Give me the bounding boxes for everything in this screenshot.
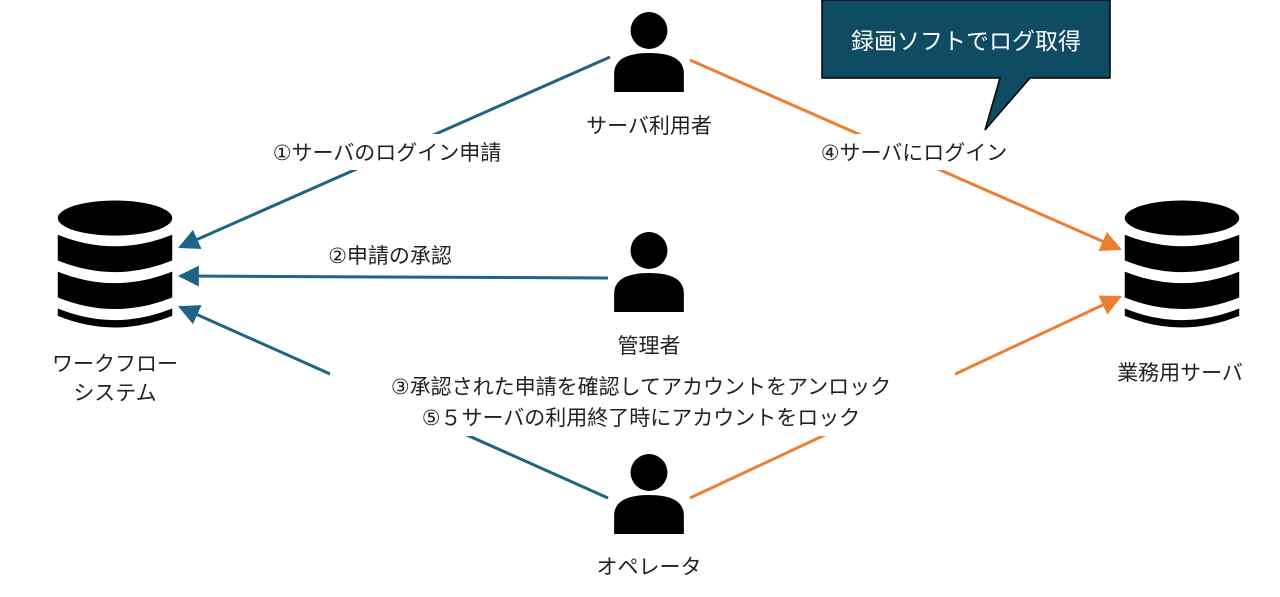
user-icon [614,232,684,312]
edge-step2-label: ②申請の承認 [328,244,452,268]
callout-text: 録画ソフトでログ取得 [851,29,1081,55]
node-admin-label: 管理者 [618,334,681,358]
database-icon [57,200,173,328]
edge-step2-line [177,265,609,287]
node-workflow-label-line1: ワークフロー [52,352,178,376]
database-icon [1124,200,1240,328]
node-server-user: サーバ利用者 [586,12,712,138]
edge-step3-label: ③承認された申請を確認してアカウントをアンロック [391,375,891,399]
user-icon [614,12,684,92]
node-workflow: ワークフロー システム [52,200,178,405]
node-server-user-label: サーバ利用者 [586,114,712,138]
node-biz-server: 業務用サーバ [1117,200,1243,385]
node-operator: オペレータ [597,454,702,579]
edge-step5-label: ⑤５サーバの利用終了時にアカウントをロック [422,406,861,430]
callout-bubble: 録画ソフトでログ取得 [821,0,1111,131]
node-operator-label: オペレータ [597,555,702,579]
edge-step1-label: ①サーバのログイン申請 [273,141,502,165]
user-icon [614,454,684,534]
node-biz-server-label: 業務用サーバ [1117,361,1243,385]
node-admin: 管理者 [614,232,684,358]
edge-step4-label: ④サーバにログイン [821,141,1008,165]
node-workflow-label-line2: システム [73,381,156,405]
